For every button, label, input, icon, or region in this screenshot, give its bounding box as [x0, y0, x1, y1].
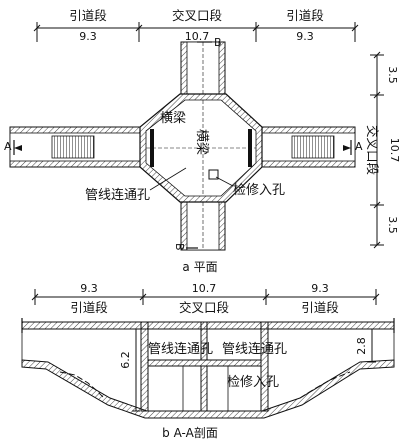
plan-dim-right-bottom: 3.5 [386, 216, 399, 234]
section-dim-right: 9.3 [311, 282, 329, 295]
plan-manhole-label: 检修入孔 [233, 183, 285, 198]
plan-junction-chamber [139, 93, 263, 203]
plan-segment-left: 引道段 [69, 8, 107, 23]
plan-segment-right-center: 交叉口段 [365, 125, 380, 175]
plan-segment-center: 交叉口段 [172, 8, 222, 23]
section-height-right-value: 2.8 [355, 337, 368, 355]
plan-south-arm [180, 201, 226, 251]
section-marker-a-left: A [4, 140, 22, 155]
section-marker-b-top: B [197, 36, 222, 49]
section-segment-center: 交叉口段 [179, 300, 229, 315]
plan-beam-vertical: 横梁 [194, 129, 209, 155]
plan-manhole-box [208, 169, 219, 180]
plan-caption: a 平面 [182, 260, 217, 274]
plan-west-arm [9, 126, 141, 168]
plan-dim-center: 10.7 [185, 30, 210, 43]
section-tunnel-profile [21, 329, 395, 419]
svg-text:B: B [173, 243, 186, 251]
section-utility-hole-2: 管线连通孔 [222, 341, 287, 357]
section-manhole-label: 检修入孔 [227, 375, 279, 390]
plan-dim-right-mid: 10.7 [388, 138, 401, 163]
plan-view: 引道段 交叉口段 引道段 9.3 10.7 9.3 3.5 交叉口段 10.7 … [4, 8, 401, 274]
plan-utility-hole-label: 管线连通孔 [85, 187, 150, 203]
section-height-left [132, 328, 140, 412]
section-marker-b-bottom: B [173, 243, 198, 251]
section-view: 9.3 10.7 9.3 引道段 交叉口段 引道段 [21, 282, 395, 440]
section-height-left-value: 6.2 [119, 351, 132, 369]
section-dim-left: 9.3 [80, 282, 98, 295]
section-chamber [140, 321, 269, 412]
section-caption: b A-A剖面 [162, 426, 218, 440]
plan-segment-right: 引道段 [286, 8, 324, 23]
section-utility-hole-1: 管线连通孔 [148, 341, 213, 357]
section-dim-center: 10.7 [192, 282, 217, 295]
section-height-right [368, 328, 376, 363]
plan-top-dimension [33, 22, 359, 42]
plan-north-arm [180, 41, 226, 95]
section-segment-right: 引道段 [301, 300, 339, 315]
section-top-slab [21, 318, 395, 333]
section-segment-left: 引道段 [70, 300, 108, 315]
plan-dim-left: 9.3 [79, 30, 97, 43]
plan-east-arm [261, 126, 356, 168]
svg-text:B: B [214, 36, 222, 49]
plan-right-dimension [370, 51, 384, 249]
section-marker-a-right: A [343, 140, 363, 155]
plan-beam-horizontal: 横梁 [160, 111, 186, 126]
svg-text:A: A [4, 140, 12, 153]
section-top-dimension [31, 289, 380, 305]
plan-dim-right: 9.3 [296, 30, 314, 43]
svg-text:A: A [355, 140, 363, 153]
plan-dim-right-top: 3.5 [386, 66, 399, 84]
